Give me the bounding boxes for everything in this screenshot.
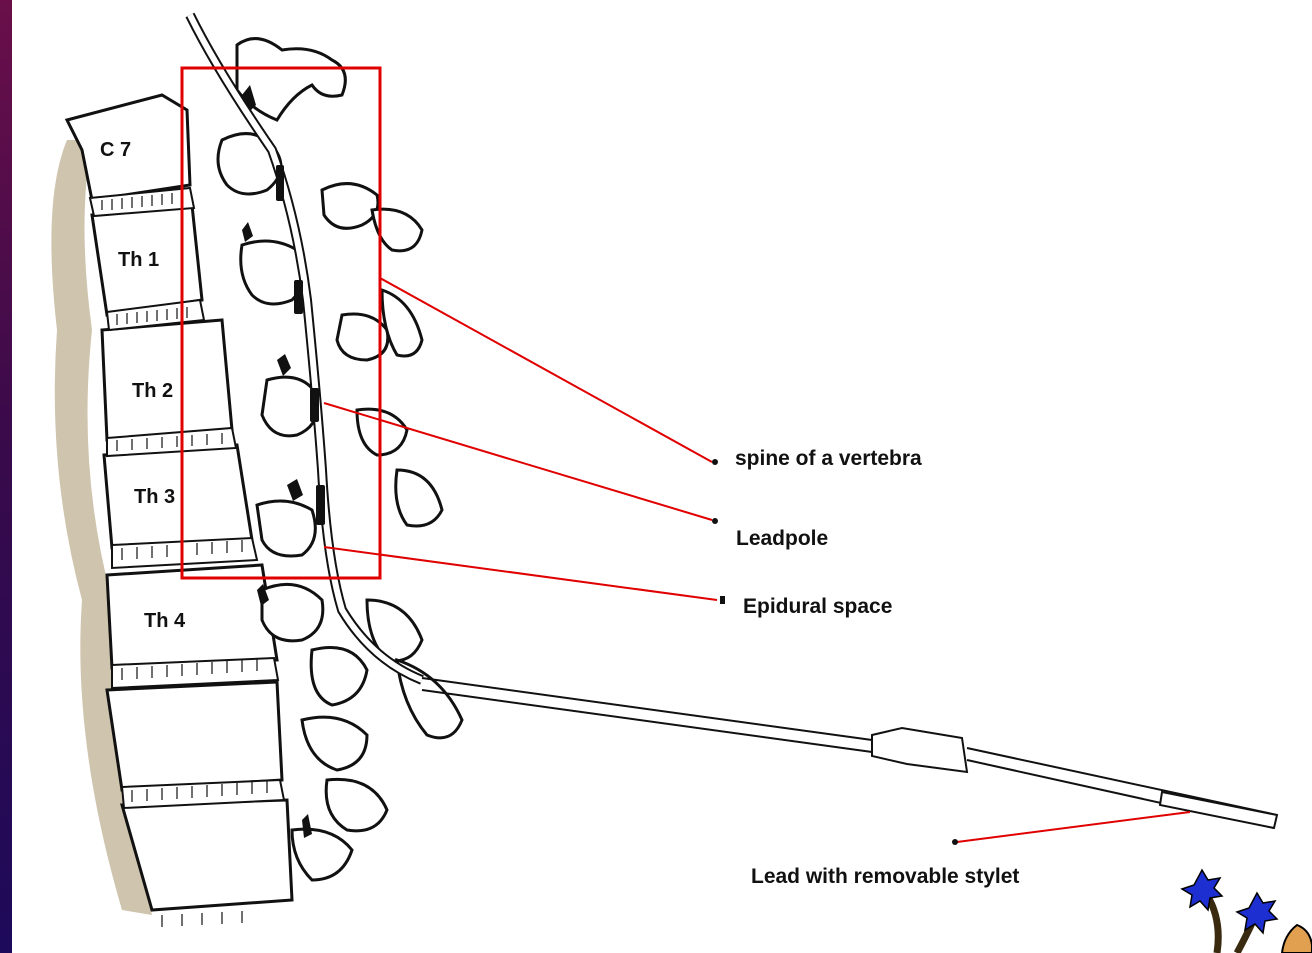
star-flower-icon bbox=[1182, 870, 1222, 910]
lead-stylet bbox=[422, 678, 1277, 828]
star-flower-icon bbox=[1237, 893, 1277, 933]
vertebra-label-c7: C 7 bbox=[100, 139, 131, 161]
callout-epidural-space: Epidural space bbox=[743, 595, 892, 618]
vertebra-body-th3 bbox=[104, 445, 252, 548]
vertebra-body-th6 bbox=[122, 800, 292, 910]
vertebra-label-th4: Th 4 bbox=[144, 610, 186, 632]
callout-dots bbox=[712, 459, 958, 845]
callout-spine-of-vertebra: spine of a vertebra bbox=[735, 447, 922, 470]
diagram-canvas: C 7 Th 1 Th 2 Th 3 Th 4 spine of a verte… bbox=[12, 0, 1312, 953]
flower-decoration bbox=[1182, 870, 1312, 953]
callout-lines bbox=[324, 278, 1190, 842]
vertebra-label-th3: Th 3 bbox=[134, 486, 175, 508]
vertebra-body-th4 bbox=[107, 565, 277, 668]
vertebra-body-th5 bbox=[107, 682, 282, 790]
callout-lead-with-stylet: Lead with removable stylet bbox=[751, 865, 1019, 888]
vertebra-label-th1: Th 1 bbox=[118, 249, 159, 271]
spine-illustration: C 7 Th 1 Th 2 Th 3 Th 4 spine of a verte… bbox=[12, 0, 1312, 953]
callout-leadpole: Leadpole bbox=[736, 527, 828, 550]
vertebra-label-th2: Th 2 bbox=[132, 380, 173, 402]
